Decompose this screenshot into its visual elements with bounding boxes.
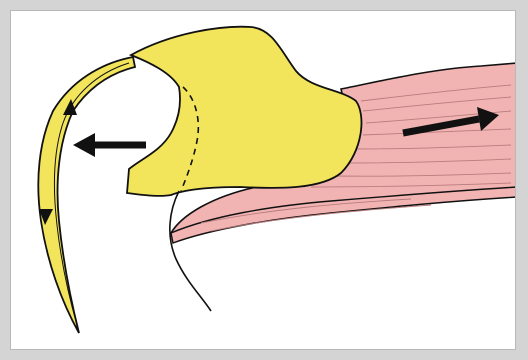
left-arrow-icon — [73, 133, 146, 157]
yellow-structure — [38, 27, 361, 333]
diagram-svg — [11, 11, 516, 350]
yellow-body — [127, 27, 361, 196]
diagram-panel — [10, 10, 516, 350]
hook-tail — [38, 57, 135, 333]
